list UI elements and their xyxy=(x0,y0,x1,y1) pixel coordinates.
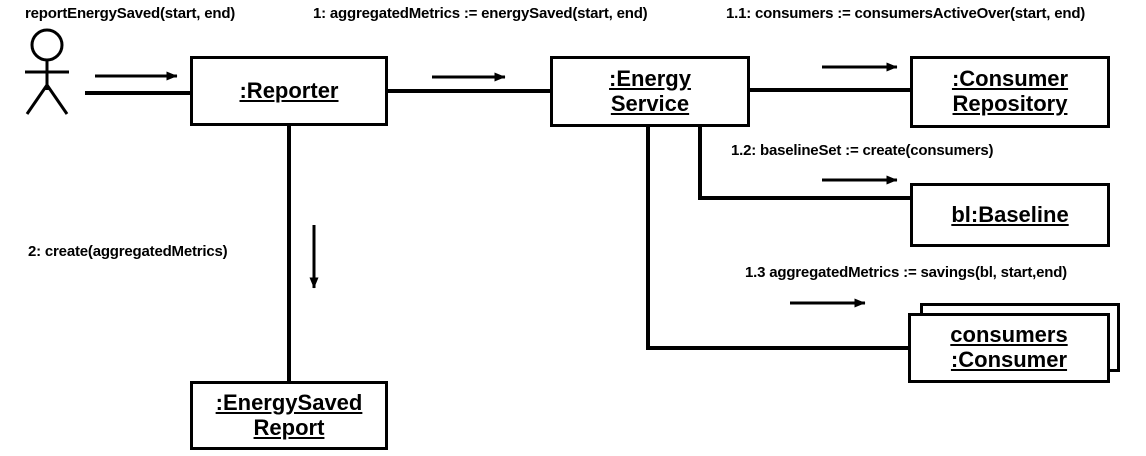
object-baseline-label: bl:Baseline xyxy=(951,201,1069,227)
object-consumer-repository-label: :Consumer Repository xyxy=(951,66,1069,116)
message-label-m1: 1: aggregatedMetrics := energySaved(star… xyxy=(313,5,648,22)
link-energyservice-consumers xyxy=(646,126,910,350)
message-label-m1-2: 1.2: baselineSet := create(consumers) xyxy=(731,142,994,159)
message-label-m1-3: 1.3 aggregatedMetrics := savings(bl, sta… xyxy=(745,264,1067,281)
message-label-m1-1: 1.1: consumers := consumersActiveOver(st… xyxy=(726,5,1086,22)
object-energy-service[interactable]: :Energy Service xyxy=(550,56,750,127)
object-consumers[interactable]: consumers :Consumer xyxy=(908,313,1110,383)
object-energy-saved-report-label: :EnergySaved Report xyxy=(215,389,363,440)
object-energy-service-label: :Energy Service xyxy=(609,65,691,116)
message-label-m2: 2: create(aggregatedMetrics) xyxy=(28,243,228,260)
object-reporter[interactable]: :Reporter xyxy=(190,56,388,126)
object-consumer-repository[interactable]: :Consumer Repository xyxy=(910,56,1110,128)
object-consumers-label: consumers :Consumer xyxy=(950,322,1068,372)
object-energy-saved-report[interactable]: :EnergySaved Report xyxy=(190,381,388,450)
message-label-m0: reportEnergySaved(start, end) xyxy=(25,5,236,22)
object-reporter-label: :Reporter xyxy=(239,77,339,103)
object-baseline[interactable]: bl:Baseline xyxy=(910,183,1110,247)
actor-stick-figure xyxy=(25,28,69,115)
link-energyservice-baseline xyxy=(698,126,912,200)
